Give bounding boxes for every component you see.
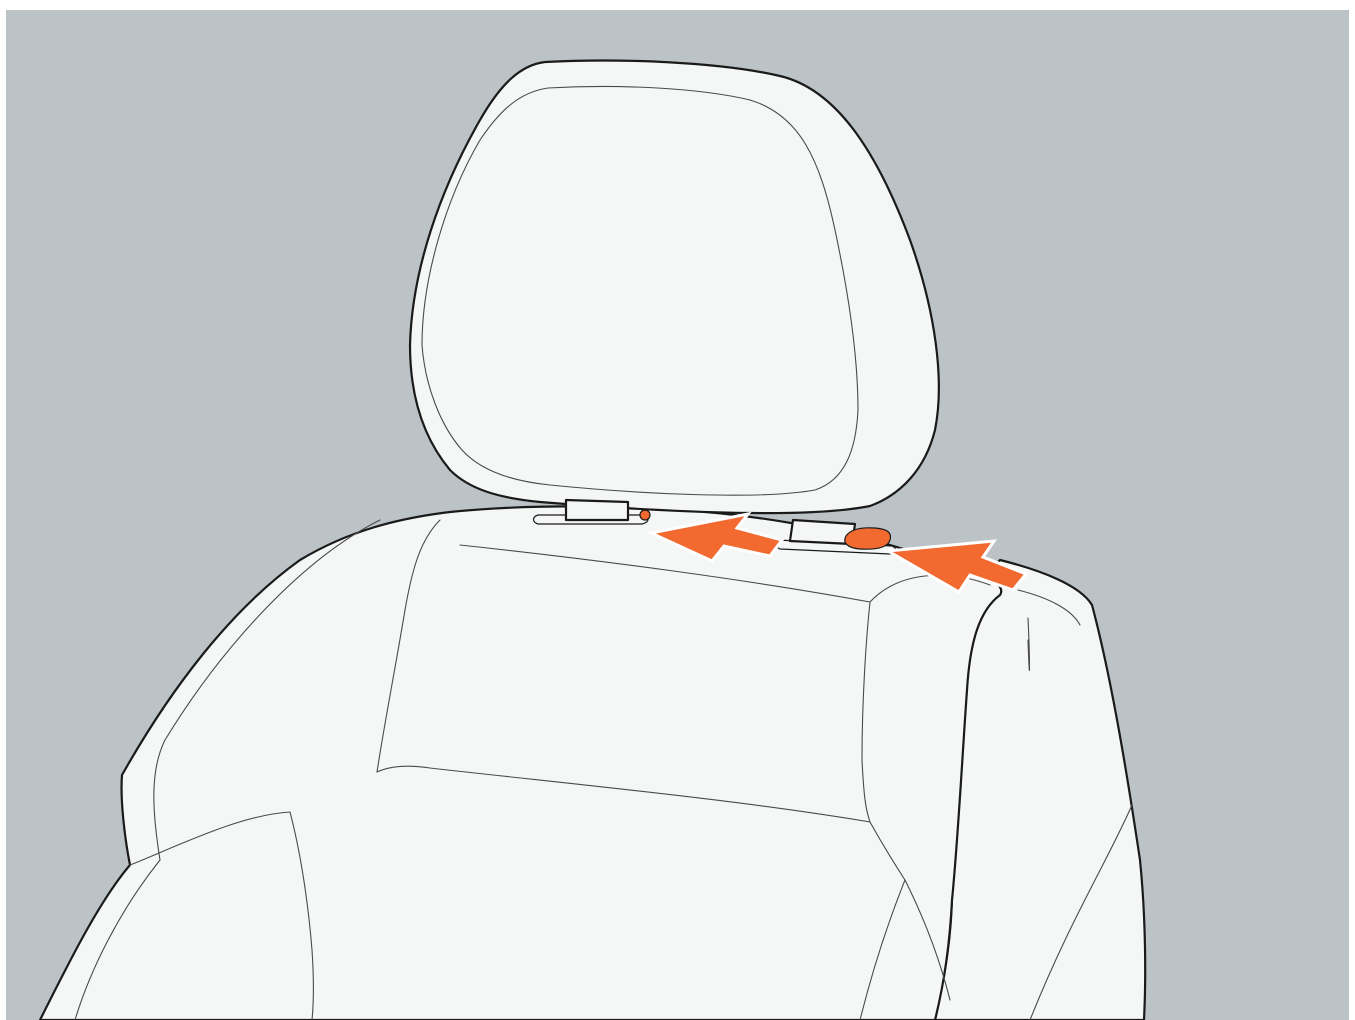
post-left: [566, 500, 628, 520]
release-button-left: [640, 510, 650, 520]
release-button-right: [845, 528, 891, 549]
